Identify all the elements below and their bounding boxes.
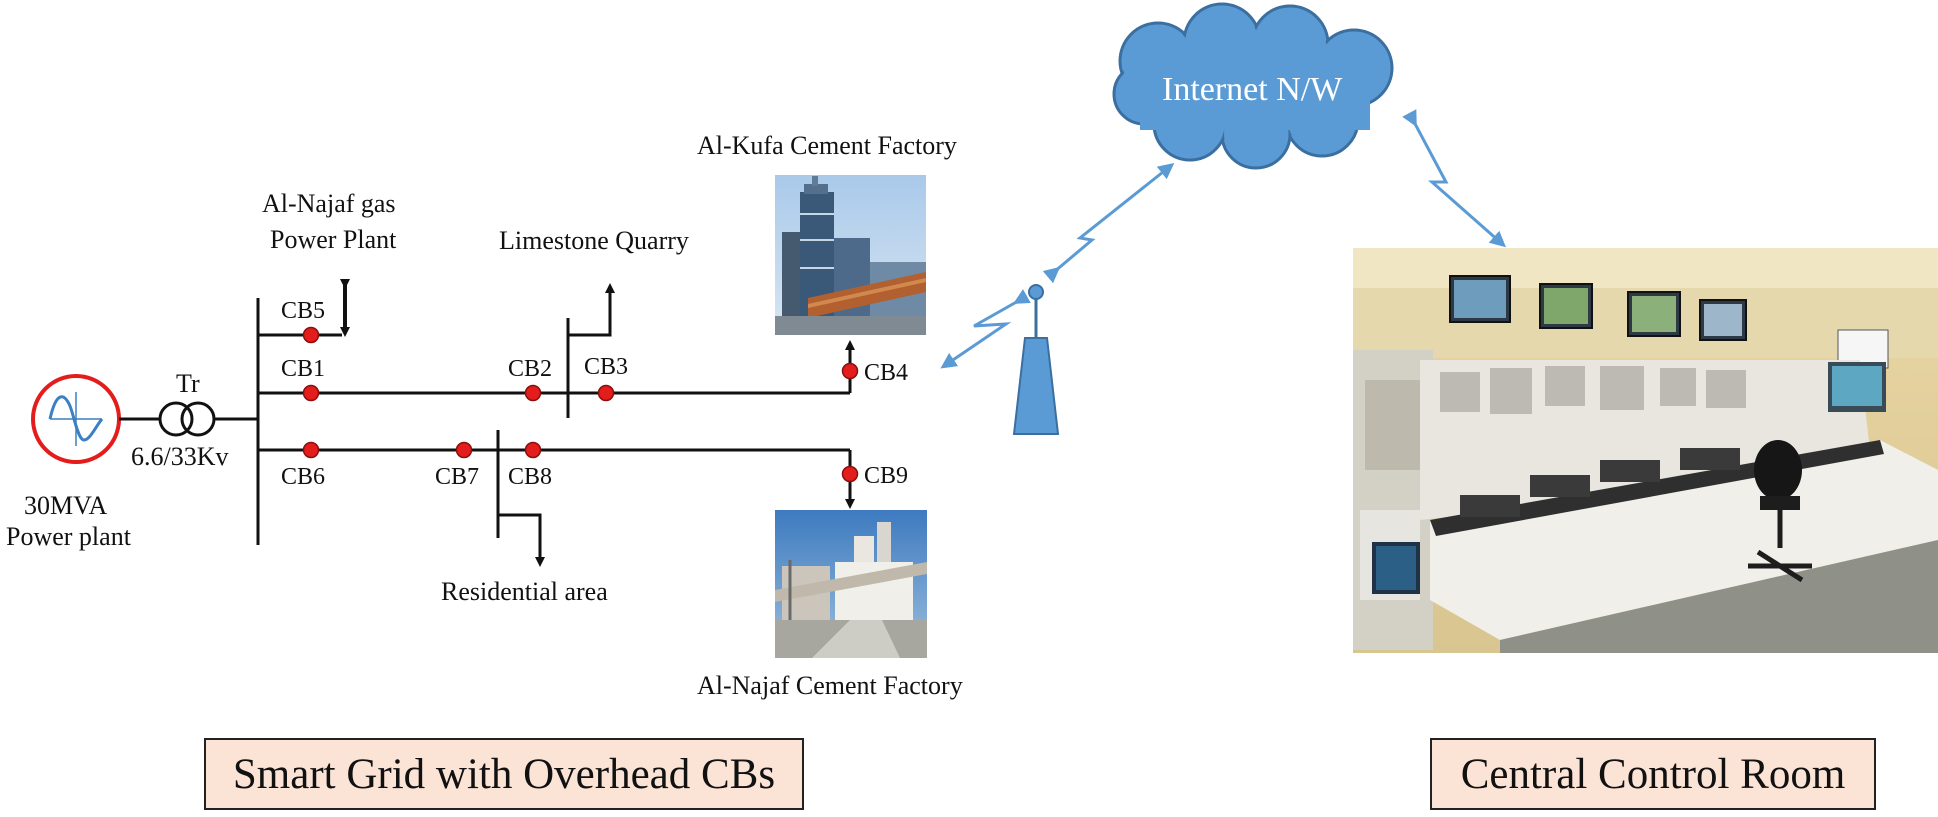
gas-plant-label-line1: Al-Najaf gas — [262, 189, 396, 218]
breaker-marker-cb7 — [455, 441, 473, 459]
quarry-label: Limestone Quarry — [499, 226, 689, 255]
smart-grid-caption: Smart Grid with Overhead CBs — [204, 738, 804, 810]
residential-label: Residential area — [441, 577, 608, 606]
source-label: Power plant — [6, 522, 132, 551]
link-tower-to-kufa — [940, 289, 1031, 369]
breaker-label-cb8: CB8 — [508, 464, 552, 490]
transformer-icon — [158, 401, 216, 437]
najaf-cement-label: Al-Najaf Cement Factory — [697, 671, 963, 700]
breaker-marker-cb9 — [841, 465, 859, 483]
breaker-label-cb7: CB7 — [435, 464, 479, 490]
source-rating: 30MVA — [24, 491, 108, 520]
gas-plant-label-line2: Power Plant — [270, 225, 397, 254]
breaker-marker-cb5 — [302, 326, 320, 344]
transformer-name: Tr — [176, 369, 200, 398]
network-label: Internet N/W — [1162, 71, 1343, 108]
breaker-label-cb6: CB6 — [281, 464, 325, 490]
breaker-label-cb4: CB4 — [864, 360, 908, 386]
cloud-icon — [1112, 2, 1394, 170]
generator-icon — [31, 374, 121, 464]
breaker-label-cb3: CB3 — [584, 354, 628, 380]
breaker-marker-cb1 — [302, 384, 320, 402]
link-cloud-to-control-room — [1402, 109, 1506, 248]
control-room-caption: Central Control Room — [1430, 738, 1876, 810]
transformer-ratio: 6.6/33Kv — [131, 442, 229, 471]
control-room-photo — [1353, 248, 1938, 653]
radio-tower-icon — [1012, 284, 1060, 435]
breaker-marker-cb2 — [524, 384, 542, 402]
breaker-label-cb2: CB2 — [508, 356, 552, 382]
breaker-marker-cb6 — [302, 441, 320, 459]
link-tower-to-cloud — [1042, 163, 1175, 284]
breaker-label-cb9: CB9 — [864, 463, 908, 489]
breaker-label-cb1: CB1 — [281, 356, 325, 382]
residential-feeder — [498, 513, 545, 567]
breaker-marker-cb4 — [841, 362, 859, 380]
breaker-label-cb5: CB5 — [281, 298, 325, 324]
najaf-factory-photo — [775, 510, 927, 658]
quarry-feeder — [568, 283, 615, 337]
breaker-marker-cb8 — [524, 441, 542, 459]
breaker-marker-cb3 — [597, 384, 615, 402]
kufa-label: Al-Kufa Cement Factory — [697, 131, 957, 160]
kufa-factory-photo — [775, 175, 926, 335]
